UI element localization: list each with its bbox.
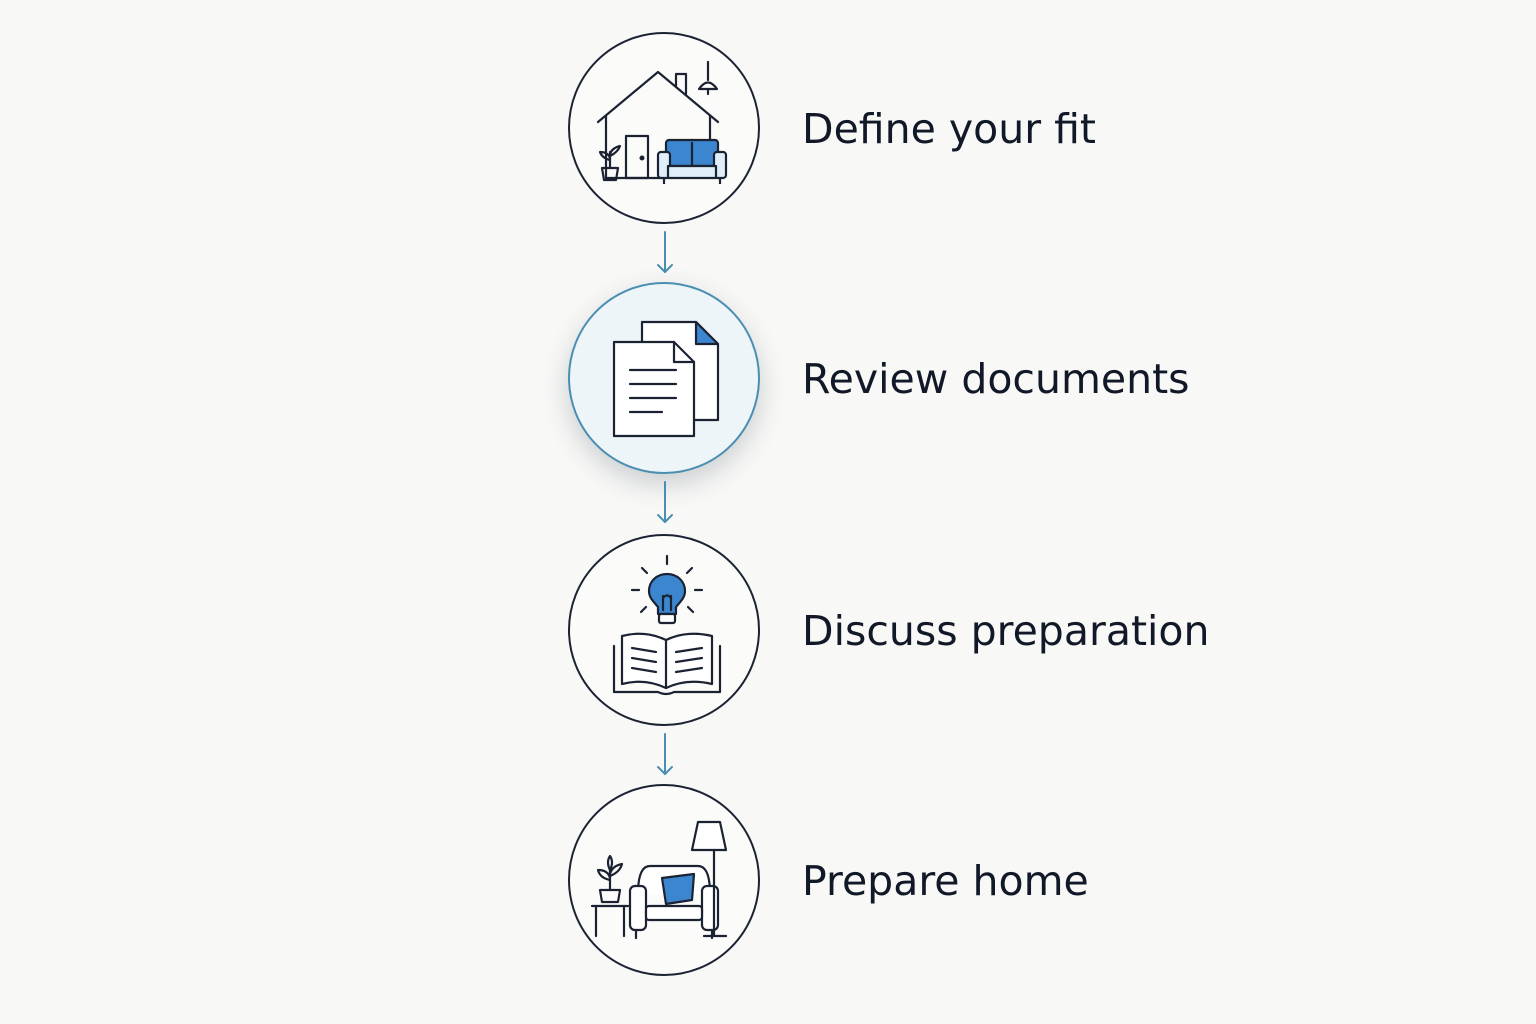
- step-circle: [568, 534, 760, 726]
- lightbulb-book-icon: [612, 554, 722, 696]
- connector-arrow: [657, 231, 673, 273]
- armchair-lamp-icon: [590, 820, 728, 940]
- connector-arrow: [657, 481, 673, 523]
- step-review-documents: Review documents: [568, 282, 1268, 478]
- step-prepare-home: Prepare home: [568, 784, 1268, 980]
- step-circle: [568, 784, 760, 976]
- step-label: Discuss preparation: [802, 607, 1210, 655]
- step-label: Prepare home: [802, 857, 1089, 905]
- step-discuss-preparation: Discuss preparation: [568, 534, 1268, 730]
- documents-icon: [612, 320, 720, 438]
- step-label: Review documents: [802, 355, 1190, 403]
- connector-arrow: [657, 733, 673, 775]
- step-circle: [568, 32, 760, 224]
- step-circle-active: [568, 282, 760, 474]
- house-with-sofa-icon: [596, 60, 728, 184]
- step-label: Define your fit: [802, 105, 1096, 153]
- step-define-your-fit: Define your fit: [568, 32, 1268, 228]
